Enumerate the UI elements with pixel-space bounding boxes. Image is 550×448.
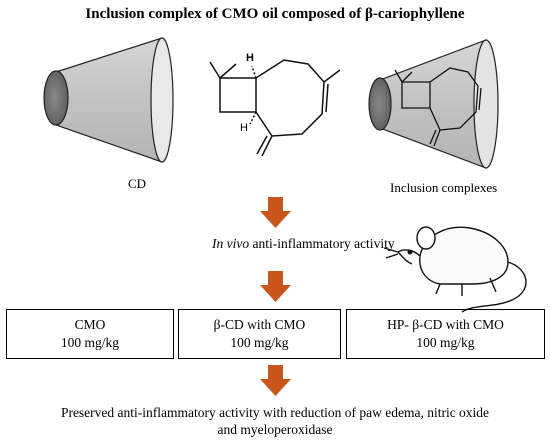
box-line2: 100 mg/kg: [230, 335, 289, 350]
treatment-box-cmo: CMO 100 mg/kg: [6, 309, 174, 359]
mouse-icon: [383, 226, 527, 313]
atom-h-label: H: [240, 122, 248, 134]
conclusion-line2: and myeloperoxidase: [217, 422, 333, 437]
activity-label: In vivo anti-inflammatory activity: [212, 236, 395, 252]
box-line1: HP- β-CD with CMO: [387, 317, 504, 332]
down-arrow-icon: [260, 197, 291, 228]
activity-italic: In vivo: [212, 236, 250, 251]
cyclodextrin-cone: [43, 37, 174, 163]
treatment-box-beta-cd: β-CD with CMO 100 mg/kg: [178, 309, 341, 359]
figure-title: Inclusion complex of CMO oil composed of…: [85, 6, 465, 22]
down-arrow-icon: [260, 271, 291, 302]
atom-h-label: H: [246, 52, 254, 64]
conclusion-line1: Preserved anti-inflammatory activity wit…: [60, 405, 490, 420]
down-arrow-icon: [260, 365, 291, 396]
label-cd: CD: [128, 176, 147, 191]
inclusion-complex-cone: [368, 39, 499, 169]
box-line2: 100 mg/kg: [60, 335, 120, 350]
box-line1: β-CD with CMO: [213, 317, 306, 332]
beta-caryophyllene-molecule: [209, 59, 341, 157]
activity-rest: anti-inflammatory activity: [249, 236, 395, 251]
label-inclusion-complexes: Inclusion complexes: [390, 180, 498, 195]
box-line2: 100 mg/kg: [416, 335, 475, 350]
treatment-box-hp-beta-cd: HP- β-CD with CMO 100 mg/kg: [346, 309, 545, 359]
box-line1: CMO: [74, 317, 106, 332]
conclusion-text: Preserved anti-inflammatory activity wit…: [0, 404, 550, 438]
